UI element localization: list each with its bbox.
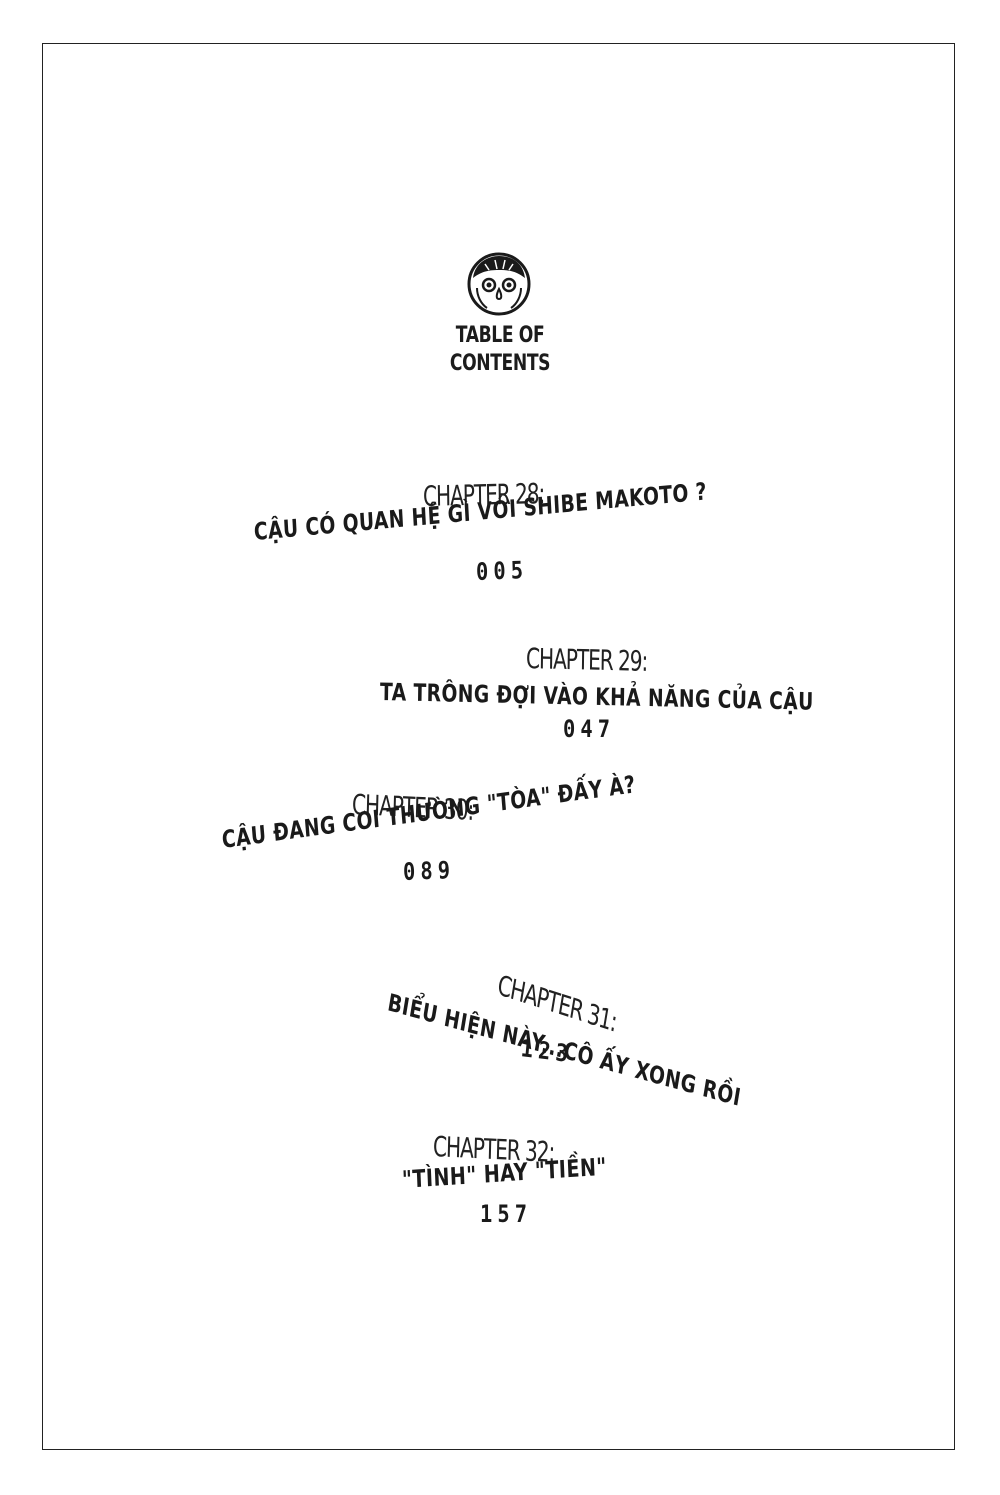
page-frame [42,43,955,1450]
chapter-29-page-number: 047 [563,715,616,743]
page-title: TABLE OF CONTENTS [422,322,578,378]
chapter-30-page-number: 089 [402,855,456,886]
chapter-29-label: CHAPTER 29: [525,642,648,678]
boy-face-icon [467,252,531,316]
chapter-28-page-number: 005 [475,555,529,586]
chapter-32-page-number: 157 [480,1200,533,1228]
page-title-line-1: TABLE OF [455,323,545,348]
page-title-line-2: CONTENTS [449,351,551,376]
